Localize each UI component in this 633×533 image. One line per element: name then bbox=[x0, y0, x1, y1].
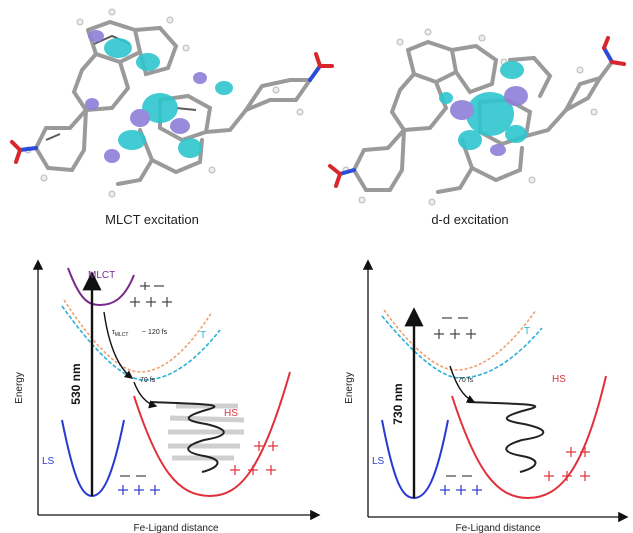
energy-diagram-left: Energy Fe-Ligand distance 530 nm MLCT T … bbox=[14, 259, 321, 533]
econfig-hs bbox=[230, 441, 278, 475]
molecule-right bbox=[328, 28, 626, 206]
caption-dd: d-d excitation bbox=[431, 212, 508, 227]
t-to-hs-time: 70 fs bbox=[140, 377, 156, 384]
triplet-curve-cyan bbox=[61, 305, 221, 381]
y-axis-label: Energy bbox=[14, 372, 25, 404]
hs-curve bbox=[133, 371, 291, 498]
t-label: T bbox=[524, 326, 530, 337]
excitation-wavelength: 530 nm bbox=[69, 363, 83, 404]
y-axis-label: Energy bbox=[344, 372, 355, 404]
t-to-hs-time: 70 fs bbox=[458, 377, 474, 384]
wavepacket-left bbox=[149, 401, 245, 473]
hs-label: HS bbox=[224, 408, 238, 419]
energy-diagram-right: Energy Fe-Ligand distance 730 nm T HS LS… bbox=[344, 259, 629, 533]
ls-label: LS bbox=[372, 456, 385, 467]
t-to-hs-arrow bbox=[133, 381, 158, 409]
caption-mlct: MLCT excitation bbox=[105, 212, 199, 227]
econfig-ls bbox=[440, 475, 482, 495]
econfig-ls bbox=[118, 475, 160, 495]
wavepacket-right bbox=[467, 401, 545, 473]
t-label: T bbox=[200, 330, 206, 341]
hs-curve bbox=[451, 375, 607, 500]
econfig-hs bbox=[544, 447, 590, 481]
t-to-hs-arrow bbox=[449, 365, 476, 403]
tau-mlct-value: ~ 120 fs bbox=[142, 329, 168, 336]
hs-label: HS bbox=[552, 374, 566, 385]
mlct-to-t-arrow bbox=[103, 311, 134, 379]
excitation-wavelength: 730 nm bbox=[391, 383, 405, 424]
mlct-curve bbox=[67, 267, 135, 307]
mlct-label: MLCT bbox=[88, 270, 115, 281]
x-axis-label: Fe-Ligand distance bbox=[133, 523, 218, 533]
molecule-left bbox=[10, 8, 334, 198]
triplet-curve-orange bbox=[383, 309, 537, 371]
econfig-excited bbox=[434, 317, 476, 339]
econfig-mlct bbox=[130, 282, 172, 307]
tau-mlct: τMLCT bbox=[112, 329, 128, 338]
triplet-curve-cyan bbox=[381, 315, 543, 379]
ls-label: LS bbox=[42, 456, 55, 467]
triplet-curve-orange bbox=[63, 299, 213, 373]
x-axis-label: Fe-Ligand distance bbox=[455, 523, 540, 533]
